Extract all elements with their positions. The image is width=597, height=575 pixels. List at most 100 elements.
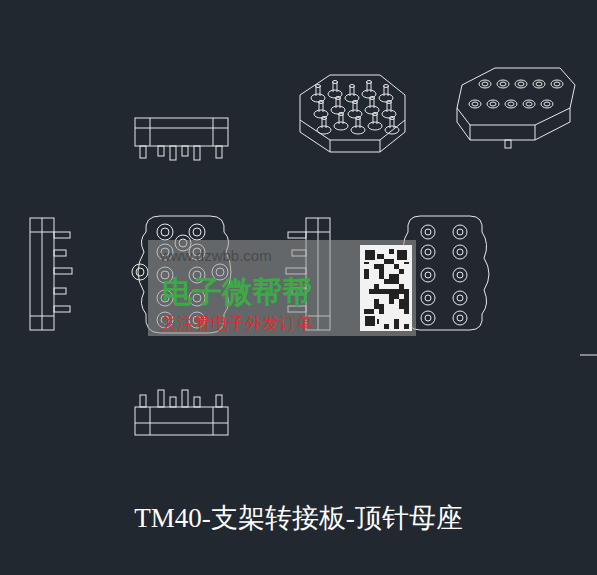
qr-module [399,269,404,274]
pin-tip [322,117,327,120]
pin-tip [316,85,321,88]
hole-outer [533,80,545,88]
qr-module [374,299,379,304]
hole-inner [457,229,463,235]
qr-module [364,309,369,314]
qr-module [374,289,379,294]
hole-outer [551,80,563,88]
pin-tip [356,117,361,120]
hole-inner [425,272,431,278]
pin-tip [336,97,341,100]
watermark-brand: 电子微帮帮 [162,272,312,313]
qr-module [384,324,389,329]
hole-outer [497,80,509,88]
watermark-url: www.dzwbb.com [160,247,272,264]
qr-module [404,309,409,314]
pin-base [351,126,365,134]
qr-module [384,289,389,294]
qr-module [379,309,384,314]
qr-module [399,304,404,309]
qr-module [364,269,369,274]
watermark-panel [148,240,416,336]
qr-module [389,299,394,304]
front-view-top [135,118,228,160]
hole-inner [425,295,431,301]
qr-module [404,304,409,309]
qr-module [389,259,394,264]
pin-tip [353,101,358,104]
qr-module [374,304,379,309]
hole-outer [453,225,467,239]
isometric-view-pins [300,75,405,152]
qr-module [394,324,399,329]
hole-inner [193,228,201,236]
front-view-bottom [135,390,228,435]
hole-inner [472,102,478,106]
hole-inner [508,102,514,106]
hole-inner [554,82,560,86]
qr-finder [364,249,376,261]
qr-module [379,254,384,259]
pin-tip [333,81,338,84]
hole-outer [505,100,517,108]
pin-base [317,126,331,134]
watermark-slogan: 关注看电子外发订单 [160,312,313,335]
qr-module [379,274,384,279]
hole-inner [457,295,463,301]
qr-module [399,284,404,289]
qr-module [394,264,399,269]
qr-module [379,264,384,269]
qr-module [389,274,394,279]
hole-outer [453,268,467,282]
hole-inner [518,82,524,86]
hole-outer [421,268,435,282]
hole-inner [544,102,550,106]
hole-outer [421,225,435,239]
qr-module [394,294,399,299]
hole-outer [479,80,491,88]
pin-tip [384,85,389,88]
qr-module [394,319,399,324]
hole-outer [421,291,435,305]
qr-module [379,289,384,294]
pin-tip [367,81,372,84]
hole-inner [482,82,488,86]
qr-code [360,245,412,331]
edge-line [580,355,597,356]
hole-outer [523,100,535,108]
qr-module [394,279,399,284]
hole-inner [136,268,144,276]
hole-inner [425,229,431,235]
hole-outer [132,264,148,280]
qr-module [389,294,394,299]
hole-inner [457,272,463,278]
hole-outer [515,80,527,88]
pin-tip [370,97,375,100]
hole-inner [425,249,431,255]
hole-inner [161,228,169,236]
qr-module [404,299,409,304]
qr-module [379,269,384,274]
qr-finder [364,315,376,327]
pin-base [334,122,348,130]
qr-module [374,284,379,289]
hole-inner [526,102,532,106]
hole-inner [457,249,463,255]
pin-tip [390,117,395,120]
side-view-left [30,218,72,330]
qr-module [394,274,399,279]
pin-tip [339,113,344,116]
qr-module [399,289,404,294]
qr-module [389,289,394,294]
hole-outer [453,291,467,305]
qr-module [394,289,399,294]
qr-module [404,324,409,329]
hole-inner [490,102,496,106]
hole-outer [487,100,499,108]
qr-module [374,264,379,269]
qr-module [404,289,409,294]
hole-inner [500,82,506,86]
qr-module [364,274,369,279]
isometric-view-holes [457,68,575,148]
